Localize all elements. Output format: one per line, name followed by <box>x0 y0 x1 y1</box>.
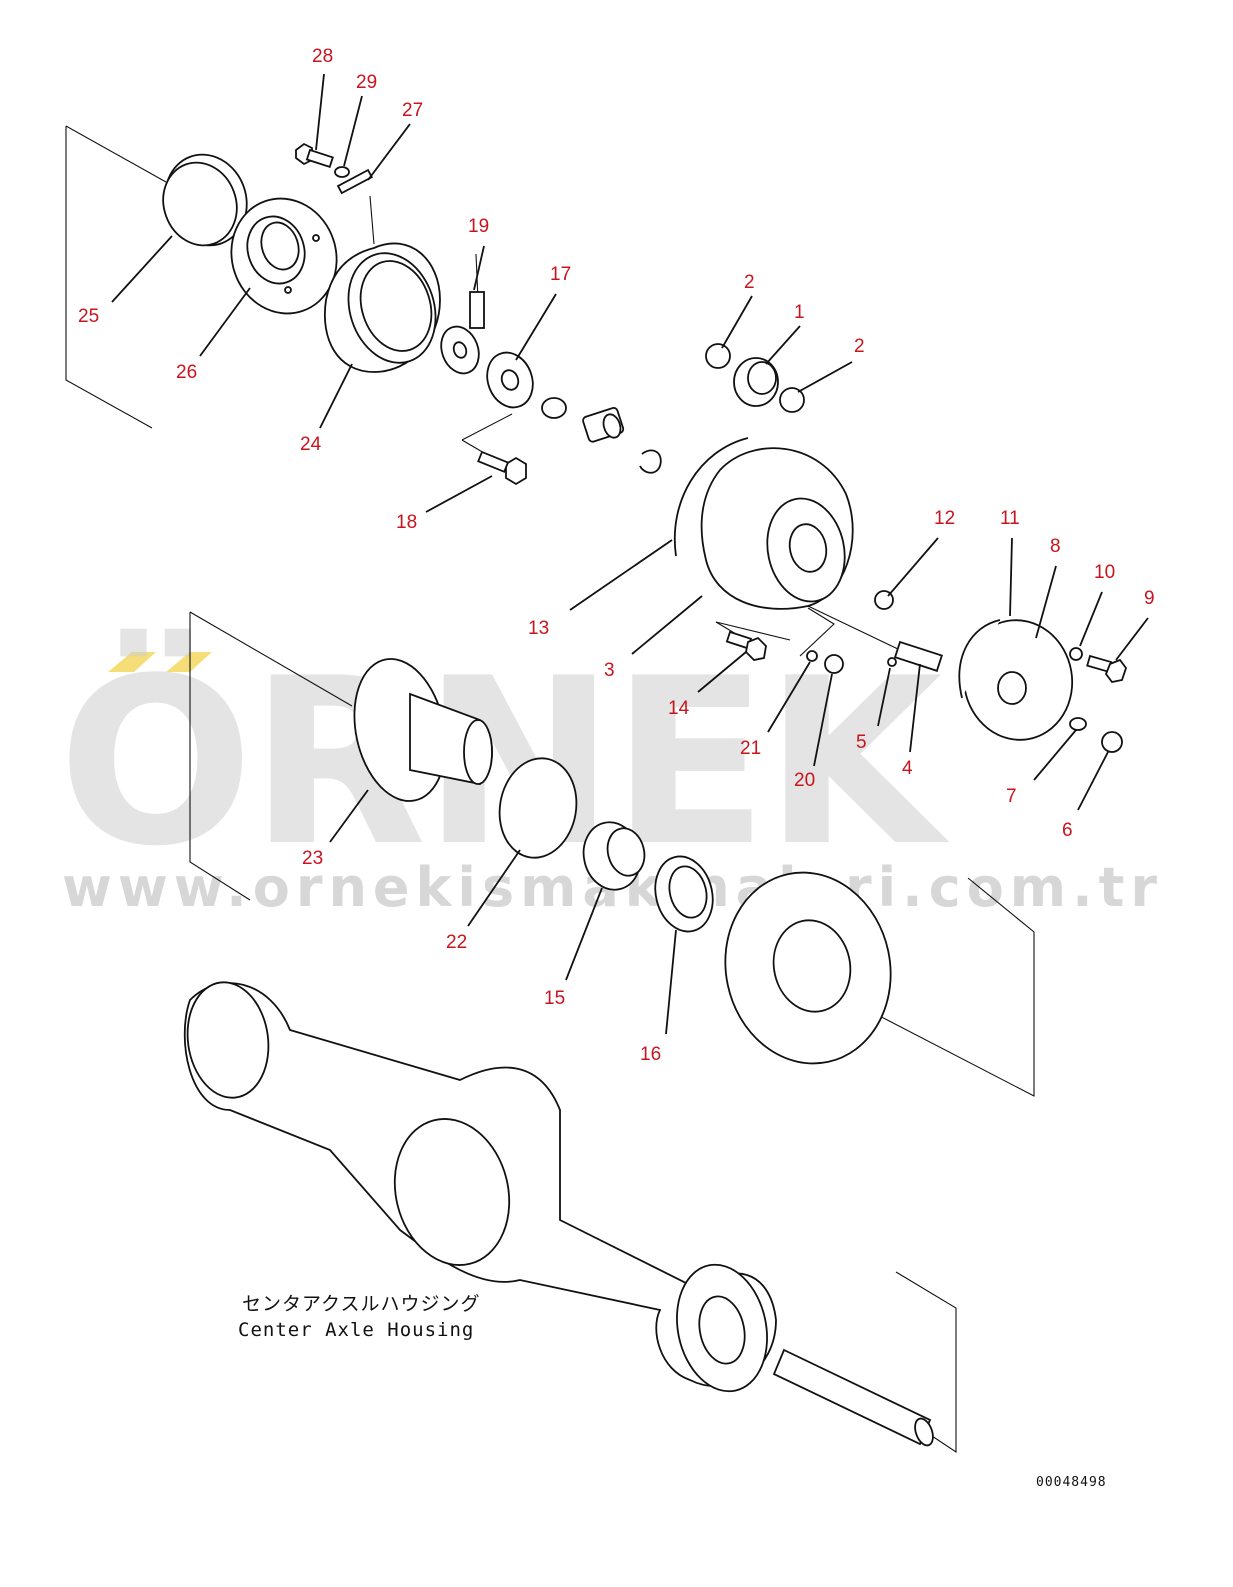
part-4-shaft <box>893 640 943 672</box>
part-6-plug <box>1101 731 1123 753</box>
axle-shaft <box>772 1348 934 1447</box>
watermark-accent-left <box>108 652 156 672</box>
callout-22: 22 <box>446 932 467 953</box>
callout-2-right: 2 <box>854 336 865 357</box>
callout-6: 6 <box>1062 820 1073 841</box>
callout-28: 28 <box>312 46 333 67</box>
wheel-hub <box>724 871 892 1065</box>
needle-bearing <box>582 407 625 443</box>
part-11-cover <box>958 619 1074 741</box>
part-2-cone-right <box>779 387 805 413</box>
callout-2-left: 2 <box>744 272 755 293</box>
part-15-bearing <box>582 821 646 891</box>
part-28-bolt <box>295 142 334 169</box>
callout-25: 25 <box>78 306 99 327</box>
part-10-washer <box>1069 647 1083 661</box>
callout-9: 9 <box>1144 588 1155 609</box>
callout-14: 14 <box>668 698 690 719</box>
callout-11: 11 <box>1000 508 1020 529</box>
callout-26: 26 <box>176 362 197 383</box>
callout-4: 4 <box>902 758 913 779</box>
part-2-cone-left <box>705 343 731 369</box>
bushing <box>541 397 567 419</box>
part-7-oring <box>1069 717 1087 731</box>
center-axle-housing <box>183 981 777 1393</box>
callout-27: 27 <box>402 100 423 121</box>
part-18-bolt <box>477 450 527 486</box>
callout-23: 23 <box>302 848 323 869</box>
snap-ring <box>639 449 662 474</box>
part-25-seal <box>162 153 248 247</box>
callout-29: 29 <box>356 72 377 93</box>
callout-13: 13 <box>528 618 549 639</box>
callout-1: 1 <box>794 302 805 323</box>
part-17-plate <box>486 351 534 409</box>
part-9-bolt <box>1086 654 1128 683</box>
callout-24: 24 <box>300 434 322 455</box>
housing-label-jp: センタアクスルハウジング <box>242 1293 480 1315</box>
part-27-pin <box>336 168 373 195</box>
callout-10: 10 <box>1094 562 1115 583</box>
part-24-ring-gear <box>324 242 441 373</box>
callout-5: 5 <box>856 732 867 753</box>
part-19-shim <box>440 291 485 375</box>
part-20-plug <box>824 654 844 674</box>
callout-12: 12 <box>934 508 955 529</box>
part-26-carrier <box>230 197 338 315</box>
part-23-spindle <box>353 658 493 802</box>
callout-7: 7 <box>1006 786 1017 807</box>
callout-18: 18 <box>396 512 417 533</box>
callout-20: 20 <box>794 770 815 791</box>
part-21-oring <box>806 650 818 662</box>
callout-3: 3 <box>604 660 615 681</box>
part-3-hub <box>700 447 854 610</box>
callout-16: 16 <box>640 1044 661 1065</box>
watermark-accent-right <box>166 652 212 672</box>
callout-numbers: 28 29 27 25 26 24 19 17 18 2 1 2 13 3 12… <box>78 46 1155 1065</box>
part-5-ball <box>887 657 897 667</box>
part-16-bearing-cup <box>654 855 714 933</box>
leader-lines <box>111 73 1149 1035</box>
housing-label-en: Center Axle Housing <box>238 1319 474 1341</box>
part-29-washer <box>334 166 350 178</box>
callout-17: 17 <box>550 264 571 285</box>
callout-21: 21 <box>740 738 761 759</box>
callout-8: 8 <box>1050 536 1061 557</box>
watermark-brand: ÖRNEK <box>58 628 950 897</box>
callout-15: 15 <box>544 988 565 1009</box>
callout-19: 19 <box>468 216 489 237</box>
part-22-oring <box>498 757 578 859</box>
drawing-code: 00048498 <box>1036 1475 1107 1490</box>
part-1-planet-gear <box>733 357 779 407</box>
